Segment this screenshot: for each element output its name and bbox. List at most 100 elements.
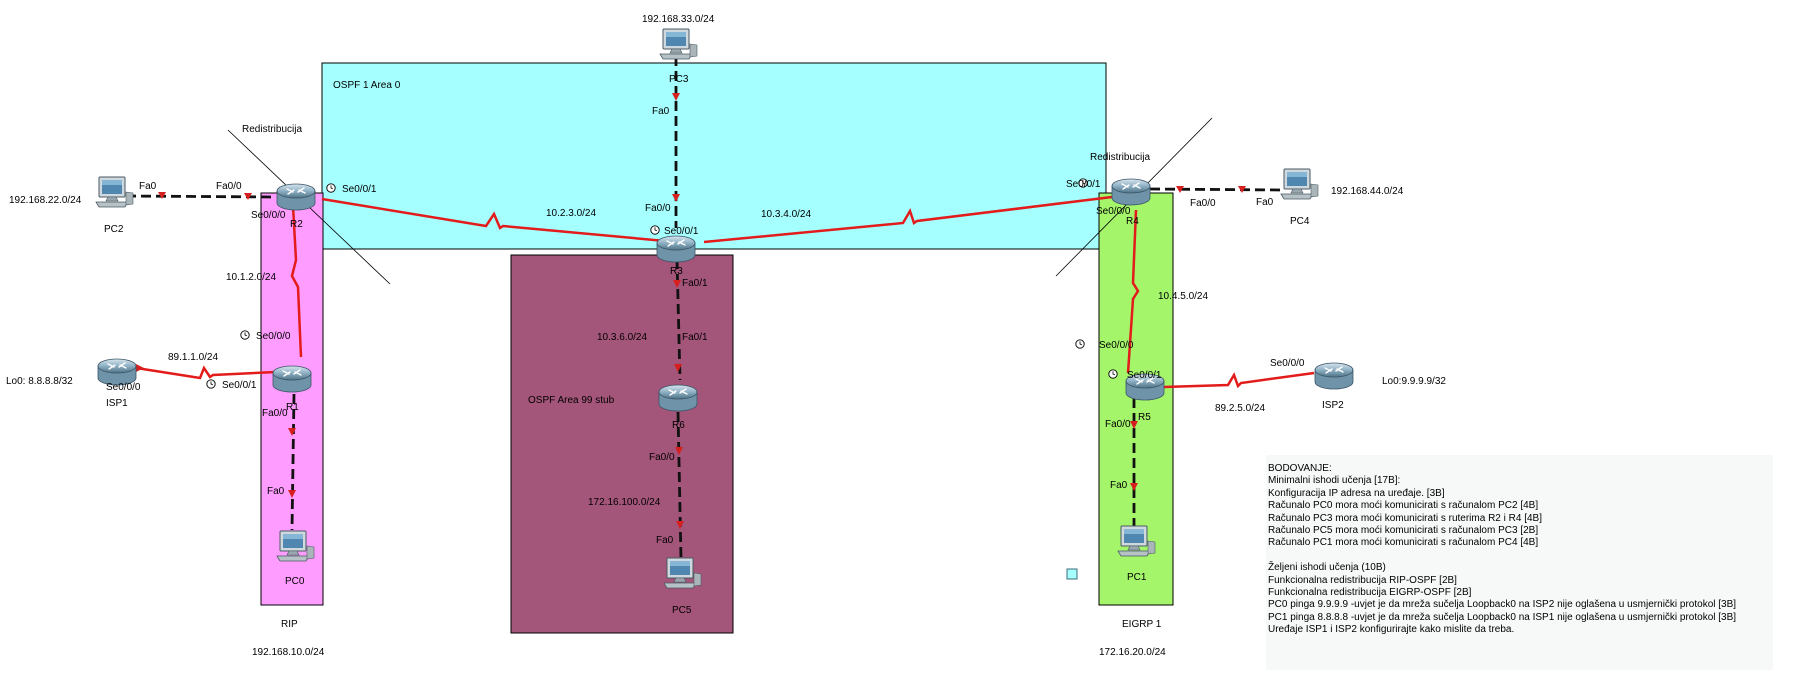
clock-icon <box>1108 369 1118 379</box>
notes-line: Računalo PC3 mora moći komunicirati s ru… <box>1268 512 1542 524</box>
network-label: 172.16.20.0/24 <box>1099 647 1166 658</box>
link-r2-r3[interactable] <box>321 197 677 244</box>
port-label: Fa0 <box>139 181 157 192</box>
redistribution-label: Redistribucija <box>242 124 302 135</box>
router-r2-icon[interactable] <box>276 183 316 211</box>
network-label: 89.1.1.0/24 <box>168 352 218 363</box>
network-label: 10.2.3.0/24 <box>546 208 596 219</box>
device-label: R4 <box>1126 216 1139 227</box>
notes-line: PC0 pinga 9.9.9.9 -uvjet je da mreža suč… <box>1268 599 1737 611</box>
link-r1-pc0[interactable] <box>290 393 296 531</box>
port-label: Se0/0/1 <box>1127 370 1162 381</box>
port-label: Fa0/1 <box>682 332 708 343</box>
port-label: Fa0/0 <box>645 203 671 214</box>
device-label: PC5 <box>672 605 692 616</box>
area-label: OSPF Area 99 stub <box>528 395 615 406</box>
grading-notes-panel: BODOVANJE: Minimalni ishodi učenja [17B]… <box>1266 455 1773 670</box>
notes-line: Željeni ishodi učenja (10B) <box>1268 562 1386 574</box>
clock-icon <box>326 183 336 193</box>
device-label: R5 <box>1138 412 1151 423</box>
pc3-icon[interactable] <box>659 28 698 60</box>
pc4-icon[interactable] <box>1280 168 1319 200</box>
network-label: 192.168.22.0/24 <box>9 195 82 206</box>
clock-icon <box>240 330 250 340</box>
link-r6-pc5[interactable] <box>676 411 683 561</box>
notes-line: BODOVANJE: <box>1268 463 1332 474</box>
link-r3-r6[interactable] <box>675 258 682 381</box>
loopback-label: Lo0: 8.8.8.8/32 <box>6 376 73 387</box>
clock-icon <box>1075 339 1085 349</box>
device-label: R3 <box>670 266 683 277</box>
router-r6-icon[interactable] <box>658 384 698 412</box>
port-label: Fa0/0 <box>649 452 675 463</box>
router-r1-icon[interactable] <box>272 365 312 393</box>
notes-line: Minimalni ishodi učenja [17B]: <box>1268 475 1401 487</box>
device-label: PC0 <box>285 576 305 587</box>
network-label: 192.168.10.0/24 <box>252 647 325 658</box>
port-label: Se0/0/1 <box>222 380 257 391</box>
link-isp1-r1[interactable] <box>129 365 277 380</box>
redistribution-label: Redistribucija <box>1090 152 1150 163</box>
device-label: R6 <box>672 420 685 431</box>
device-label: PC1 <box>1127 572 1147 583</box>
network-label: 89.2.5.0/24 <box>1215 403 1265 414</box>
port-label: Fa0 <box>1256 197 1274 208</box>
link-r3-r4[interactable] <box>703 195 1113 244</box>
port-label: Fa0 <box>1110 480 1128 491</box>
pc2-icon[interactable] <box>95 176 134 208</box>
loopback-label: Lo0:9.9.9.9/32 <box>1382 376 1446 387</box>
notes-line: Računalo PC5 mora moći komunicirati s ra… <box>1268 525 1539 537</box>
port-label: Se0/0/0 <box>1096 206 1131 217</box>
port-label: Fa0/0 <box>262 408 288 419</box>
link-r2-r1[interactable] <box>290 205 303 358</box>
port-label: Se0/0/0 <box>1270 358 1305 369</box>
unused-square-marker <box>1066 568 1078 580</box>
network-label: 10.3.6.0/24 <box>597 332 647 343</box>
port-label: Se0/0/0 <box>106 382 141 393</box>
notes-line: Računalo PC1 mora moći komunicirati s ra… <box>1268 537 1539 549</box>
network-label: 10.4.5.0/24 <box>1158 291 1208 302</box>
port-label: Se0/0/0 <box>251 210 286 221</box>
network-label: 192.168.33.0/24 <box>642 14 715 25</box>
port-label: Fa0 <box>267 486 285 497</box>
network-label: 172.16.100.0/24 <box>588 497 661 508</box>
ospf-area-99-zone <box>510 254 734 634</box>
notes-line: PC1 pinga 8.8.8.8 -uvjet je da mreža suč… <box>1268 611 1737 623</box>
notes-line: Funkcionalna redistribucija RIP-OSPF [2B… <box>1268 574 1457 586</box>
link-pc2-r2[interactable] <box>125 194 276 199</box>
notes-line: Uređaje ISP1 i ISP2 konfigurirajte kako … <box>1268 624 1515 636</box>
port-label: Fa0/0 <box>216 181 242 192</box>
notes-line: Računalo PC0 mora moći komunicirati s ra… <box>1268 500 1539 512</box>
device-label: PC4 <box>1290 216 1310 227</box>
port-label: Fa0/0 <box>1190 198 1216 209</box>
port-label: Fa0/1 <box>682 278 708 289</box>
network-label: 10.1.2.0/24 <box>226 272 276 283</box>
clock-icon <box>206 379 216 389</box>
port-label: Se0/0/0 <box>256 331 291 342</box>
port-label: Se0/0/1 <box>664 226 699 237</box>
link-r4-pc4[interactable] <box>1149 187 1283 192</box>
router-r4-icon[interactable] <box>1111 178 1151 206</box>
port-label: Se0/0/1 <box>1066 179 1101 190</box>
network-label: 10.3.4.0/24 <box>761 209 811 220</box>
device-label: R2 <box>290 219 303 230</box>
area-label: RIP <box>281 619 298 630</box>
notes-line: Konfiguracija IP adresa na uređaje. [3B] <box>1268 487 1445 499</box>
link-r5-isp2[interactable] <box>1163 371 1315 389</box>
link-r4-r5[interactable] <box>1126 209 1140 374</box>
router-isp2-icon[interactable] <box>1314 362 1354 390</box>
port-label: Fa0 <box>656 535 674 546</box>
router-r3-icon[interactable] <box>656 235 696 263</box>
port-label: Fa0/0 <box>1105 419 1131 430</box>
device-label: ISP2 <box>1322 400 1344 411</box>
area-label: OSPF 1 Area 0 <box>333 80 401 91</box>
device-label: PC3 <box>669 74 689 85</box>
device-label: ISP1 <box>106 398 128 409</box>
device-label: PC2 <box>104 224 124 235</box>
port-label: Se0/0/0 <box>1099 340 1134 351</box>
notes-line: Funkcionalna redistribucija EIGRP-OSPF [… <box>1268 587 1472 599</box>
port-label: Se0/0/1 <box>342 184 377 195</box>
notes-line <box>1266 550 1773 562</box>
